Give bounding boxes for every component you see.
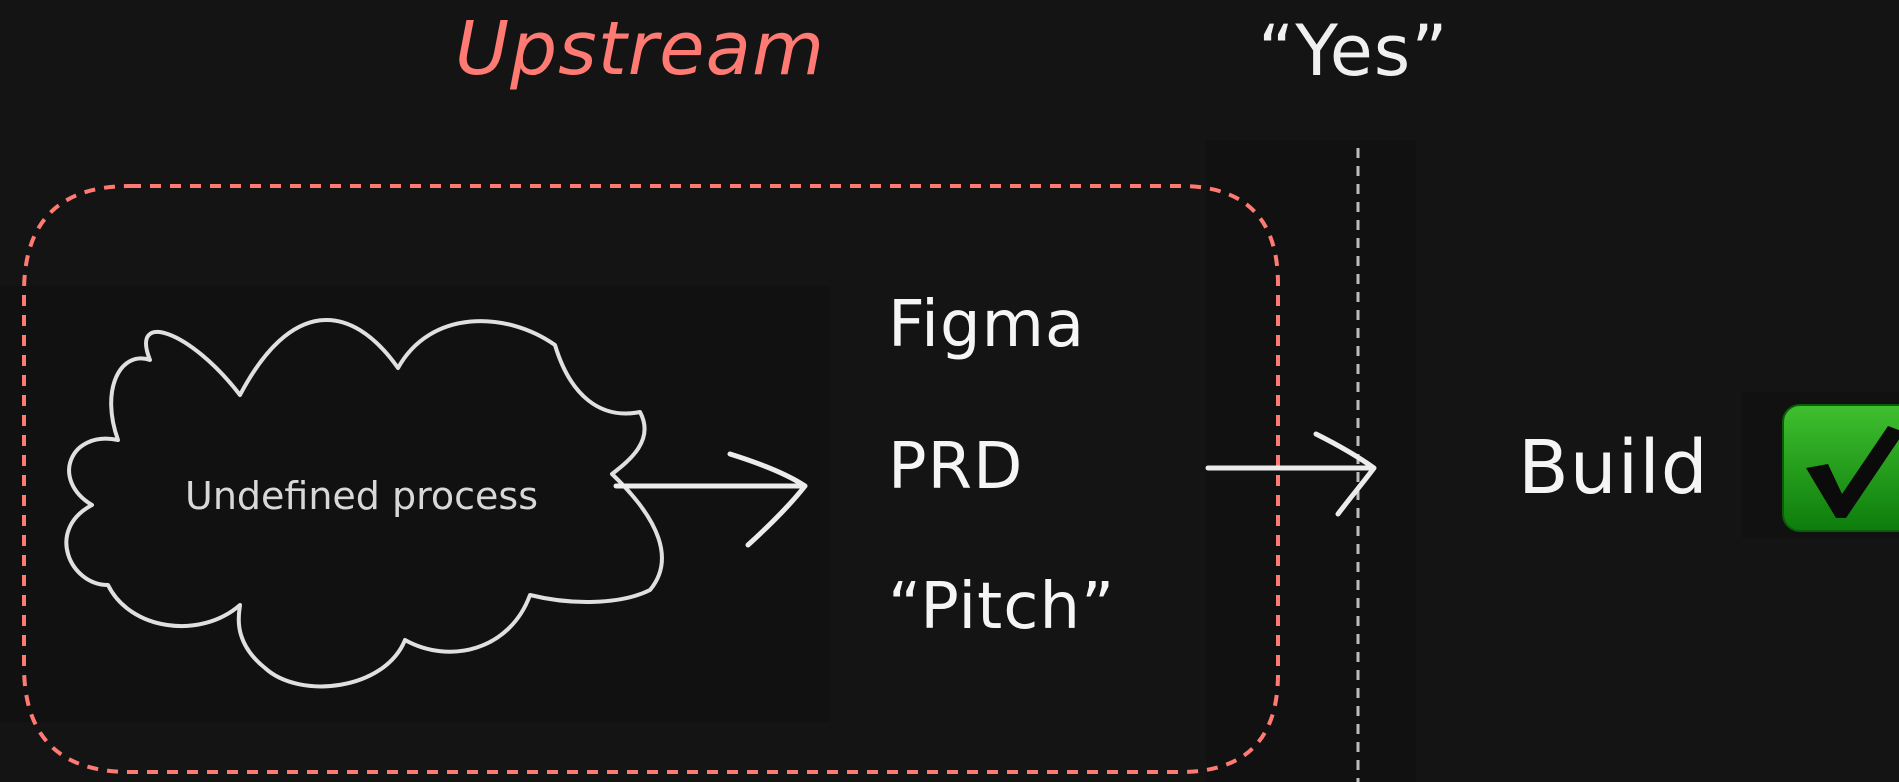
yes-title: “Yes” <box>1258 10 1449 92</box>
artifact-pitch: “Pitch” <box>888 570 1116 644</box>
cloud-to-artifacts-arrow-icon <box>613 451 808 548</box>
upstream-boundary <box>22 184 1280 774</box>
cloud-shape <box>64 318 664 689</box>
center-panel <box>1206 140 1416 782</box>
artifacts-to-build-arrow-icon <box>1205 431 1377 517</box>
upstream-title: Upstream <box>455 6 826 92</box>
artifact-figma: Figma <box>888 288 1086 362</box>
artifact-prd: PRD <box>888 430 1024 504</box>
build-label: Build <box>1518 425 1709 511</box>
checkmark-icon <box>1806 426 1899 518</box>
check-badge <box>1782 404 1899 532</box>
cloud-label: Undefined process <box>185 474 539 518</box>
